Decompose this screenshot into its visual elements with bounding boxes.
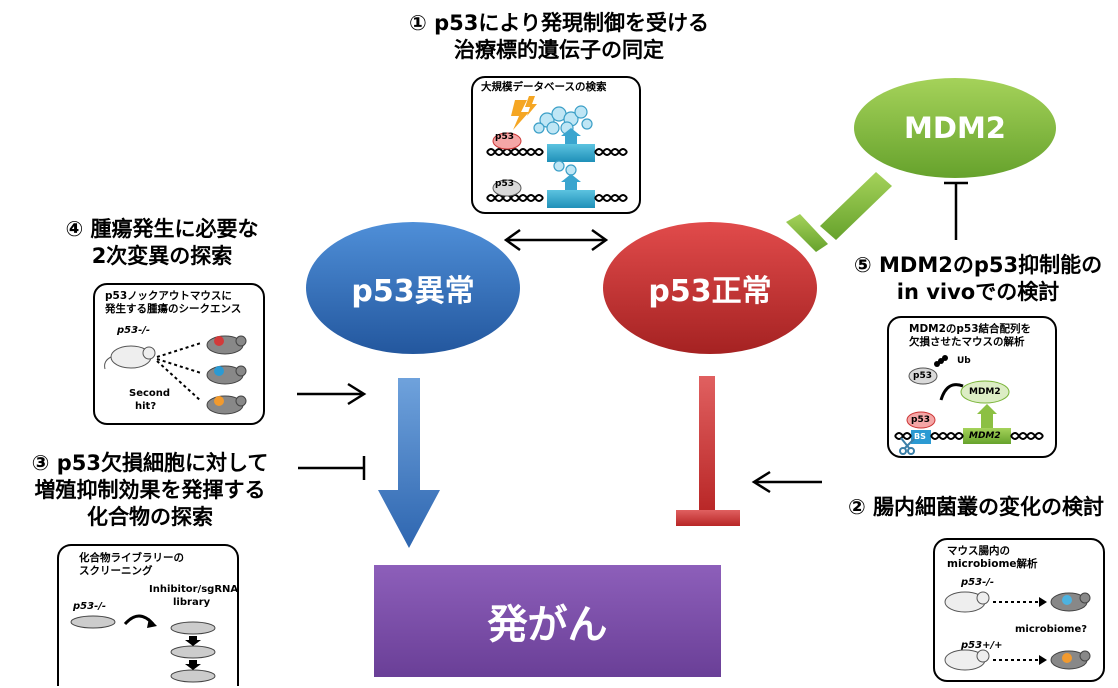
heading-3-line3: 化合物の探索 [87, 505, 213, 529]
second-hit-line2: hit? [135, 401, 157, 412]
heading-4-line2: 2次変異の探索 [91, 244, 233, 268]
gene-expression-illustration [486, 96, 628, 208]
microbiome-box-title-2: microbiome解析 [947, 558, 1038, 570]
microbiome-illustration [944, 591, 1091, 671]
ubiquitin-chain-icon [934, 355, 948, 367]
mdm2-binding-box: MDM2のp53結合配列を 欠損させたマウスの解析 Ub p53 MDM2 p5… [887, 316, 1057, 458]
bs-block [911, 430, 931, 444]
compound-box-title-2: スクリーニング [79, 565, 153, 577]
heading-2: ② 腸内細菌叢の変化の検討 [847, 495, 1105, 519]
screening-illustration [70, 614, 216, 683]
mdm2-box-title-2: 欠損させたマウスの解析 [909, 336, 1025, 348]
p53-abnormal-label: p53異常 [351, 274, 475, 309]
second-hit-line1: Second [129, 388, 171, 399]
p53-gray-ub [908, 367, 938, 385]
mdm2-label: MDM2 [904, 111, 1006, 145]
mouse-icon-red-tumor [206, 335, 247, 355]
heading-3-line2: 増殖抑制効果を発揮する [34, 478, 266, 502]
mouse-icon-wt [944, 649, 990, 671]
tumor-box-title-2: 発生する腫瘍のシークエンス [105, 303, 242, 315]
mdm2-gene-block [963, 428, 1011, 444]
p53-normal-label: p53正常 [648, 274, 772, 309]
heading-5: ⑤ MDM2のp53抑制能の in vivoでの検討 [843, 252, 1113, 306]
down-arrow-icons [185, 636, 201, 670]
heading-5-line1: ⑤ MDM2のp53抑制能の [853, 253, 1103, 277]
database-box-title: 大規模データベースの検索 [481, 81, 607, 93]
heading-3: ③ p53欠損細胞に対して 増殖抑制効果を発揮する 化合物の探索 [0, 450, 300, 531]
compound-box: 化合物ライブラリーの スクリーニング Inhibitor/sgRNA libra… [57, 544, 239, 686]
ub-label: Ub [957, 356, 971, 366]
arrow-from-2 [751, 470, 822, 494]
green-inhibitor [786, 172, 892, 252]
tumor-genotype: p53-/- [117, 325, 151, 336]
protein-cluster-icon-2 [553, 160, 577, 176]
gene-block-2 [547, 190, 595, 208]
arrow-from-4 [297, 382, 367, 406]
heading-1: ① p53により発現制御を受ける 治療標的遺伝子の同定 [344, 10, 774, 64]
inhibitor-from-3 [298, 456, 366, 480]
mdm2-ellipse [854, 78, 1056, 178]
scissors-icon [899, 437, 916, 455]
p53-abnormal-ellipse [306, 222, 520, 354]
database-box: 大規模データベースの検索 p53 p53 [471, 76, 641, 214]
p53-label-gray: p53 [495, 179, 514, 189]
mdm2-protein-label: MDM2 [969, 387, 1001, 397]
p53-red-protein [492, 132, 522, 150]
microbiome-box-title-1: マウス腸内の [947, 545, 1010, 557]
heading-5-line2: in vivoでの検討 [896, 280, 1060, 304]
p53-red-bs [906, 411, 936, 429]
dotted-arrows [156, 342, 202, 402]
microbiome-genotype-wt: p53+/+ [961, 640, 1003, 651]
green-up-arrow [977, 404, 997, 428]
blue-down-arrow [378, 378, 440, 548]
up-arrow-1 [561, 128, 581, 144]
red-inhibitor [676, 376, 740, 526]
heading-4: ④ 腫瘍発生に必要な 2次変異の探索 [12, 216, 312, 270]
compound-box-title-1: 化合物ライブラリーの [79, 552, 184, 564]
microbiome-box: マウス腸内の microbiome解析 p53-/- microbiome? p… [933, 538, 1105, 682]
mouse-icon-ko [944, 591, 990, 613]
curved-connector [939, 383, 964, 401]
mouse-tumor-illustration [104, 335, 247, 415]
black-inhibitor-5 [944, 181, 968, 240]
double-arrow [503, 228, 609, 252]
mouse-icon-ko-blue [1050, 592, 1091, 612]
mdm2-protein-icon [960, 380, 1010, 404]
library-line1: Inhibitor/sgRNA [149, 584, 239, 595]
tumor-box: p53ノックアウトマウスに 発生する腫瘍のシークエンス p53-/- [93, 283, 265, 425]
up-arrow-2 [561, 174, 581, 190]
heading-3-line1: ③ p53欠損細胞に対して [31, 451, 269, 475]
cancer-box [374, 565, 721, 677]
gene-block-1 [547, 144, 595, 162]
mdm2-box-title-1: MDM2のp53結合配列を [909, 323, 1032, 335]
p53-label-ub: p53 [913, 371, 932, 381]
mouse-icon-wt-orange [1050, 650, 1091, 670]
mouse-icon-blue-tumor [206, 365, 247, 385]
mouse-icon-white [104, 345, 156, 370]
microbiome-question: microbiome? [1015, 624, 1088, 635]
mdm2-gene-label: MDM2 [969, 431, 1001, 441]
dish-icon-1 [70, 615, 116, 629]
bs-label: BS [914, 432, 926, 441]
heading-1-line2: 治療標的遺伝子の同定 [454, 38, 664, 62]
microbiome-genotype-ko: p53-/- [961, 577, 995, 588]
mdm2-binding-illustration [894, 355, 1044, 455]
library-line2: library [173, 597, 211, 608]
mouse-icon-orange-tumor [206, 395, 247, 415]
heading-4-line1: ④ 腫瘍発生に必要な [65, 217, 259, 241]
cancer-label: 発がん [487, 602, 608, 648]
heading-1-line1: ① p53により発現制御を受ける [409, 11, 709, 35]
p53-normal-ellipse [603, 222, 817, 354]
p53-label-bs: p53 [911, 415, 930, 425]
lightning-icon [511, 96, 537, 130]
p53-label-red: p53 [495, 132, 514, 142]
protein-cluster-icon [533, 105, 593, 135]
tumor-box-title-1: p53ノックアウトマウスに [105, 290, 232, 302]
dish-stack-icon [170, 621, 216, 683]
compound-genotype: p53-/- [73, 601, 107, 612]
p53-gray-protein [492, 179, 522, 197]
